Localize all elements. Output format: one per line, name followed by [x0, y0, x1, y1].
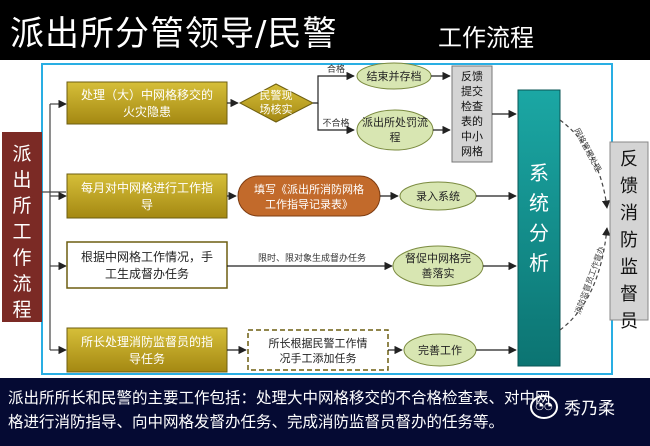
system-analysis-box: 系统分析: [517, 89, 561, 367]
row1-task-box: 处理（大）中网格移交的 火灾隐患: [66, 81, 228, 125]
feedback-supervisor-label: 反馈消防监督员: [620, 149, 638, 332]
row4-task-line2: 导任务: [129, 351, 165, 366]
feedback-curves: [559, 119, 611, 331]
system-analysis-label: 系统分析: [529, 161, 549, 275]
page-title: 派出所分管领导/民警: [10, 14, 338, 54]
archive-bubble: 结束并存档: [356, 62, 432, 90]
wechat-icon: ◔◔: [530, 394, 558, 419]
row1-task-line2: 火灾隐患: [123, 104, 171, 119]
row2-task-box: 每月对中网格进行工作指 导: [66, 173, 228, 219]
fill-form-line2: 工作指导记录表》: [265, 197, 353, 211]
left-process-box: 派出所工作流程: [2, 132, 42, 322]
row1-task-line1: 处理（大）中网格移交的: [81, 87, 213, 102]
watermark-label: 秀乃柔: [564, 399, 615, 419]
row3-task-box: 根据中网格工作情况，手 工生成督办任务: [66, 241, 228, 289]
pass-label: 合格: [327, 63, 345, 75]
watermark: ◔◔ 秀乃柔: [530, 394, 615, 419]
footer-line1: 派出所所长和民警的主要工作包括：处理大中网格移交的不合格检查表、对中网: [8, 389, 551, 407]
flow-diagram: 派出所工作流程 处理（大）中网格移交的 火灾隐患 民警现 场核: [2, 62, 649, 375]
row3-task-line1: 根据中网格工作情况，手: [81, 249, 213, 264]
to-feedback-grid: [431, 71, 451, 135]
fail-label: 不合格: [322, 117, 349, 129]
feedback-grid-box: 反馈提交检查表的中小网格: [451, 65, 493, 163]
title-bar: 派出所分管领导/民警 工作流程: [0, 0, 650, 60]
left-connectors: [42, 99, 67, 355]
verify-line2: 场核实: [260, 102, 293, 116]
punish-bubble: 派出所处罚流 程: [356, 109, 434, 151]
punish-line2: 程: [390, 131, 401, 144]
row4-task-line1: 所长处理消防监督员的指: [81, 334, 213, 349]
row4-manual-task-box: 所长根据民警工作情 况手工添加任务: [247, 329, 389, 371]
left-process-label: 派出所工作流程: [12, 143, 31, 321]
urge-line1: 督促中网格完: [405, 251, 471, 265]
diagram-canvas: 派出所工作流程 处理（大）中网格移交的 火灾隐患 民警现 场核: [0, 60, 650, 378]
input-system-label: 录入系统: [416, 190, 460, 203]
row4-box2-line2: 况手工添加任务: [280, 351, 357, 365]
fill-form-bubble: 填写《派出所消防网格 工作指导记录表》: [237, 175, 381, 217]
row2-task-line2: 导: [141, 198, 153, 212]
verify-line1: 民警现: [260, 88, 293, 102]
verify-diamond: 民警现 场核实: [238, 83, 315, 123]
row4-box2-line1: 所长根据民警工作情: [269, 336, 368, 350]
urge-line2: 善落实: [422, 266, 455, 280]
footer-line2: 格进行消防指导、向中网格发督办任务、完成消防监督员督办的任务等。: [8, 413, 505, 431]
page-subtitle: 工作流程: [438, 24, 534, 52]
row4-task-box: 所长处理消防监督员的指 导任务: [66, 327, 228, 373]
row2-task-line1: 每月对中网格进行工作指: [81, 180, 213, 195]
row3-edge-label: 限时、限对象生成督办任务: [258, 252, 366, 264]
urge-bubble: 督促中网格完 善落实: [392, 245, 484, 287]
input-system-bubble: 录入系统: [399, 181, 477, 211]
verify-branches: [313, 71, 355, 135]
row3-task-line2: 工生成督办任务: [105, 266, 189, 281]
feedback-grid-label: 反馈提交检查表的中小网格: [461, 70, 483, 158]
complete-bubble: 完善工作: [403, 333, 477, 367]
feedback-supervisor-box: 反馈消防监督员: [609, 141, 649, 332]
complete-label: 完善工作: [418, 343, 462, 357]
curve-top-label: 网格管理处理: [572, 126, 603, 173]
punish-line1: 派出所处罚流: [362, 115, 428, 129]
archive-label: 结束并存档: [367, 69, 422, 83]
fill-form-line1: 填写《派出所消防网格: [254, 182, 364, 196]
curve-bottom-label: 消防监督员工作督办: [572, 245, 606, 316]
